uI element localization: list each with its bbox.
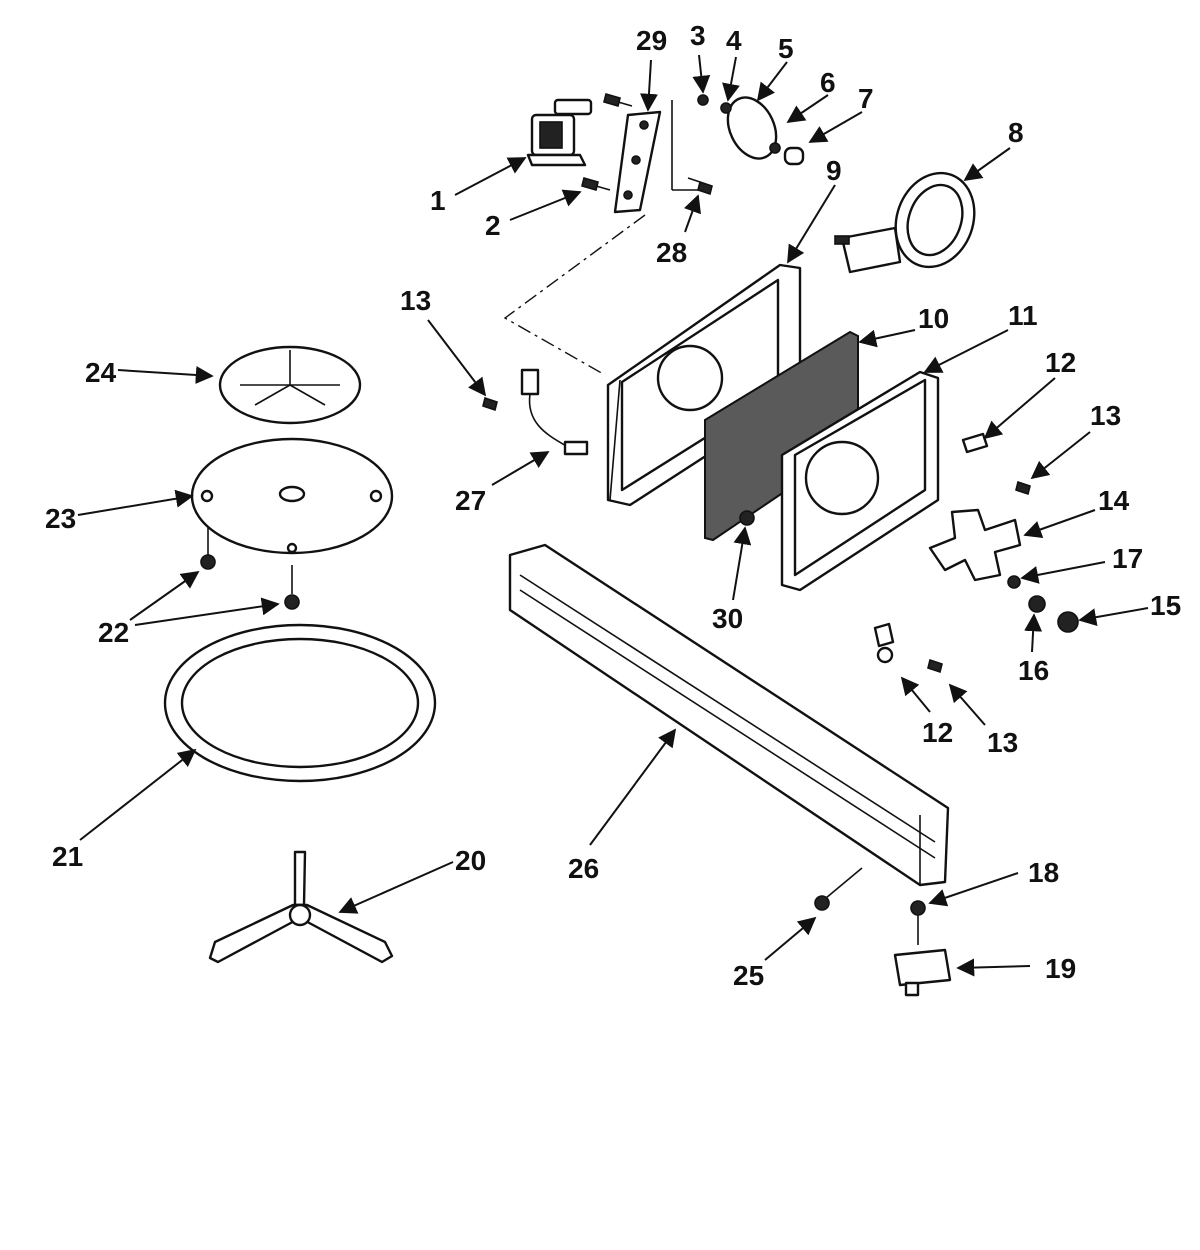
callout-10: 10 <box>918 303 949 334</box>
turntable-plate <box>190 437 394 555</box>
callout-labels: 1 2 3 4 5 6 7 8 9 10 11 12 12 13 13 13 1… <box>45 20 1181 991</box>
callout-15: 15 <box>1150 590 1181 621</box>
callout-28: 28 <box>656 237 687 268</box>
connector-wire <box>520 368 589 456</box>
grille-screw <box>814 867 863 911</box>
callout-26: 26 <box>568 853 599 884</box>
callout-14: 14 <box>1098 485 1130 516</box>
callout-6: 6 <box>820 67 836 98</box>
plate-screws <box>200 528 300 610</box>
callout-17: 17 <box>1112 543 1143 574</box>
callout-27: 27 <box>455 485 486 516</box>
leader-lines <box>77 54 1149 977</box>
small-fasteners <box>482 396 1079 674</box>
callout-16: 16 <box>1018 655 1049 686</box>
callout-13b: 13 <box>1090 400 1121 431</box>
callout-19: 19 <box>1045 953 1076 984</box>
fan-blade-large <box>928 508 1022 582</box>
heater-coil <box>834 171 976 274</box>
fan-blade-small <box>697 94 805 166</box>
callout-1: 1 <box>430 185 446 216</box>
fan-housing <box>780 370 940 592</box>
callout-20: 20 <box>455 845 486 876</box>
latch-bracket <box>893 900 952 997</box>
callout-7: 7 <box>858 83 874 114</box>
callout-21: 21 <box>52 841 83 872</box>
callout-9: 9 <box>826 155 842 186</box>
callout-12b: 12 <box>922 717 953 748</box>
callout-2: 2 <box>485 210 501 241</box>
turntable-cover <box>218 345 362 425</box>
roller-support <box>208 850 394 964</box>
callout-30: 30 <box>712 603 743 634</box>
callout-23: 23 <box>45 503 76 534</box>
motor <box>526 98 593 167</box>
callout-4: 4 <box>726 25 742 56</box>
callout-18: 18 <box>1028 857 1059 888</box>
callout-5: 5 <box>778 33 794 64</box>
callout-3: 3 <box>690 20 706 51</box>
shroud-frame <box>606 263 802 507</box>
roller-ring <box>163 623 437 783</box>
callout-25: 25 <box>733 960 764 991</box>
callout-12a: 12 <box>1045 347 1076 378</box>
callout-8: 8 <box>1008 117 1024 148</box>
callout-22: 22 <box>98 617 129 648</box>
callout-13c: 13 <box>987 727 1018 758</box>
clips <box>873 432 989 664</box>
vent-grille <box>508 543 950 887</box>
motor-bracket <box>613 110 662 214</box>
callout-11: 11 <box>1008 300 1038 331</box>
callout-29: 29 <box>636 25 667 56</box>
callout-13a: 13 <box>400 285 431 316</box>
screws-top <box>581 93 713 196</box>
callout-24: 24 <box>85 357 117 388</box>
